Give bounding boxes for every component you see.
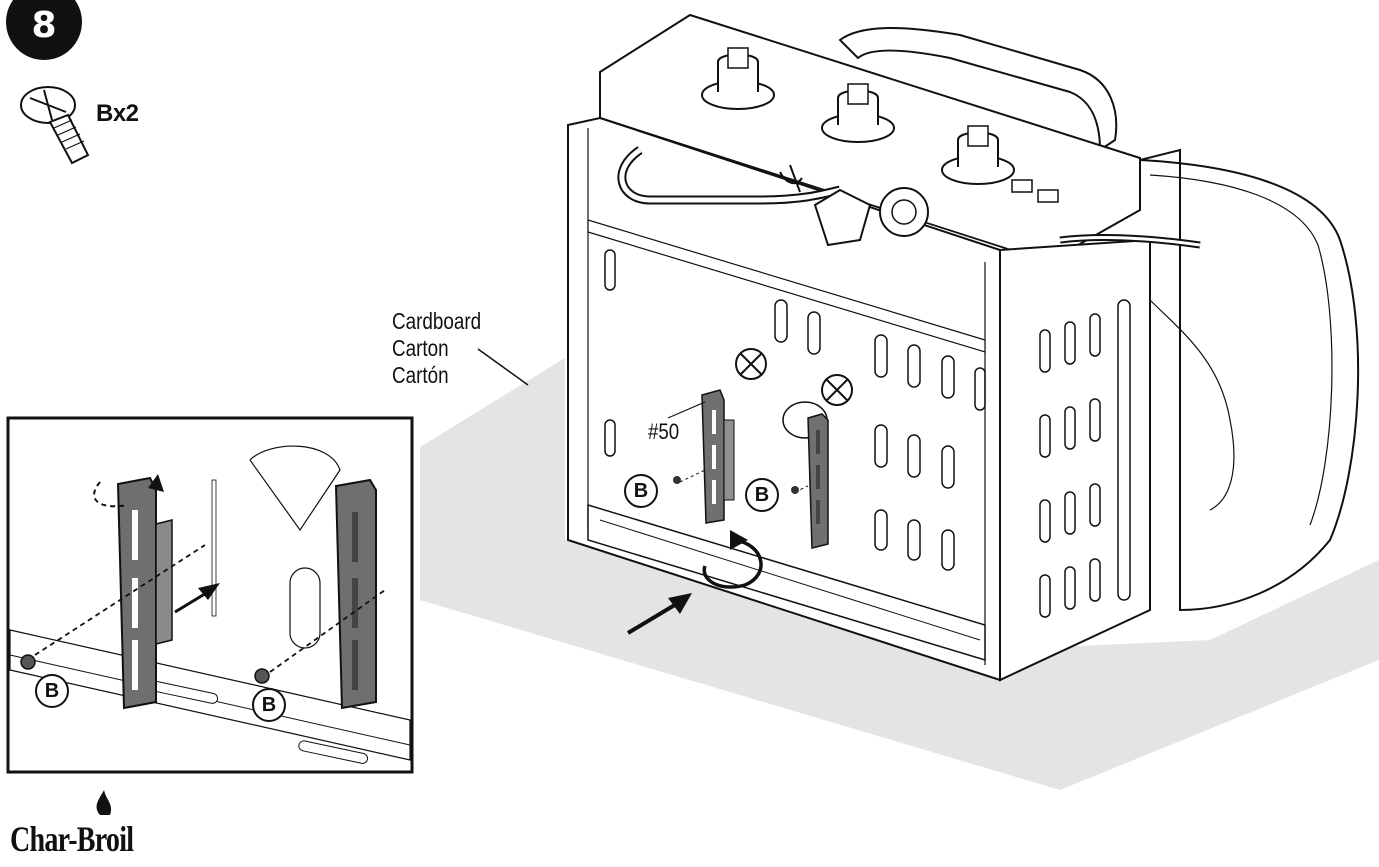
part-number-label: #50	[648, 419, 680, 444]
no-use-marker	[735, 348, 767, 380]
brand-flame-icon	[96, 790, 112, 815]
bolt-callout: B	[35, 674, 69, 708]
control-knob	[821, 83, 895, 143]
bolt-icon	[791, 486, 799, 494]
bracket-50	[701, 389, 735, 524]
bolt-icon	[673, 476, 681, 484]
carton-label-line: Carton	[392, 335, 449, 361]
carton-label: Cardboard Carton Cartón	[392, 308, 481, 389]
carton-leader	[477, 348, 529, 386]
cart-side-panel	[999, 238, 1151, 682]
brand-logo: Char-Broil	[10, 819, 134, 859]
rotate-arrow	[702, 538, 763, 589]
push-arrow	[626, 601, 680, 635]
inset-content	[9, 445, 411, 764]
bolt-icon	[20, 654, 36, 670]
hardware-quantity: Bx2	[96, 100, 139, 127]
carton-label-line: Cartón	[392, 362, 449, 388]
bolt-callout: B	[252, 688, 286, 722]
no-use-marker	[821, 374, 853, 406]
ground-shadow	[420, 358, 1379, 790]
control-knob	[701, 47, 775, 110]
bottom-rail	[587, 503, 986, 662]
control-knob	[941, 125, 1015, 185]
step-badge: 8	[0, 0, 84, 60]
bolt-callout: B	[745, 478, 779, 512]
carton-label-line: Cardboard	[392, 308, 482, 334]
screw-icon	[20, 86, 90, 165]
lid-handle	[838, 27, 1118, 152]
bolt-icon	[254, 668, 270, 684]
vent-slots	[604, 249, 1131, 618]
grill-lid-side	[1139, 148, 1360, 612]
step-number: 8	[31, 5, 57, 46]
bracket	[807, 413, 829, 549]
part-leader	[667, 401, 706, 419]
bolt-callout: B	[624, 474, 658, 508]
